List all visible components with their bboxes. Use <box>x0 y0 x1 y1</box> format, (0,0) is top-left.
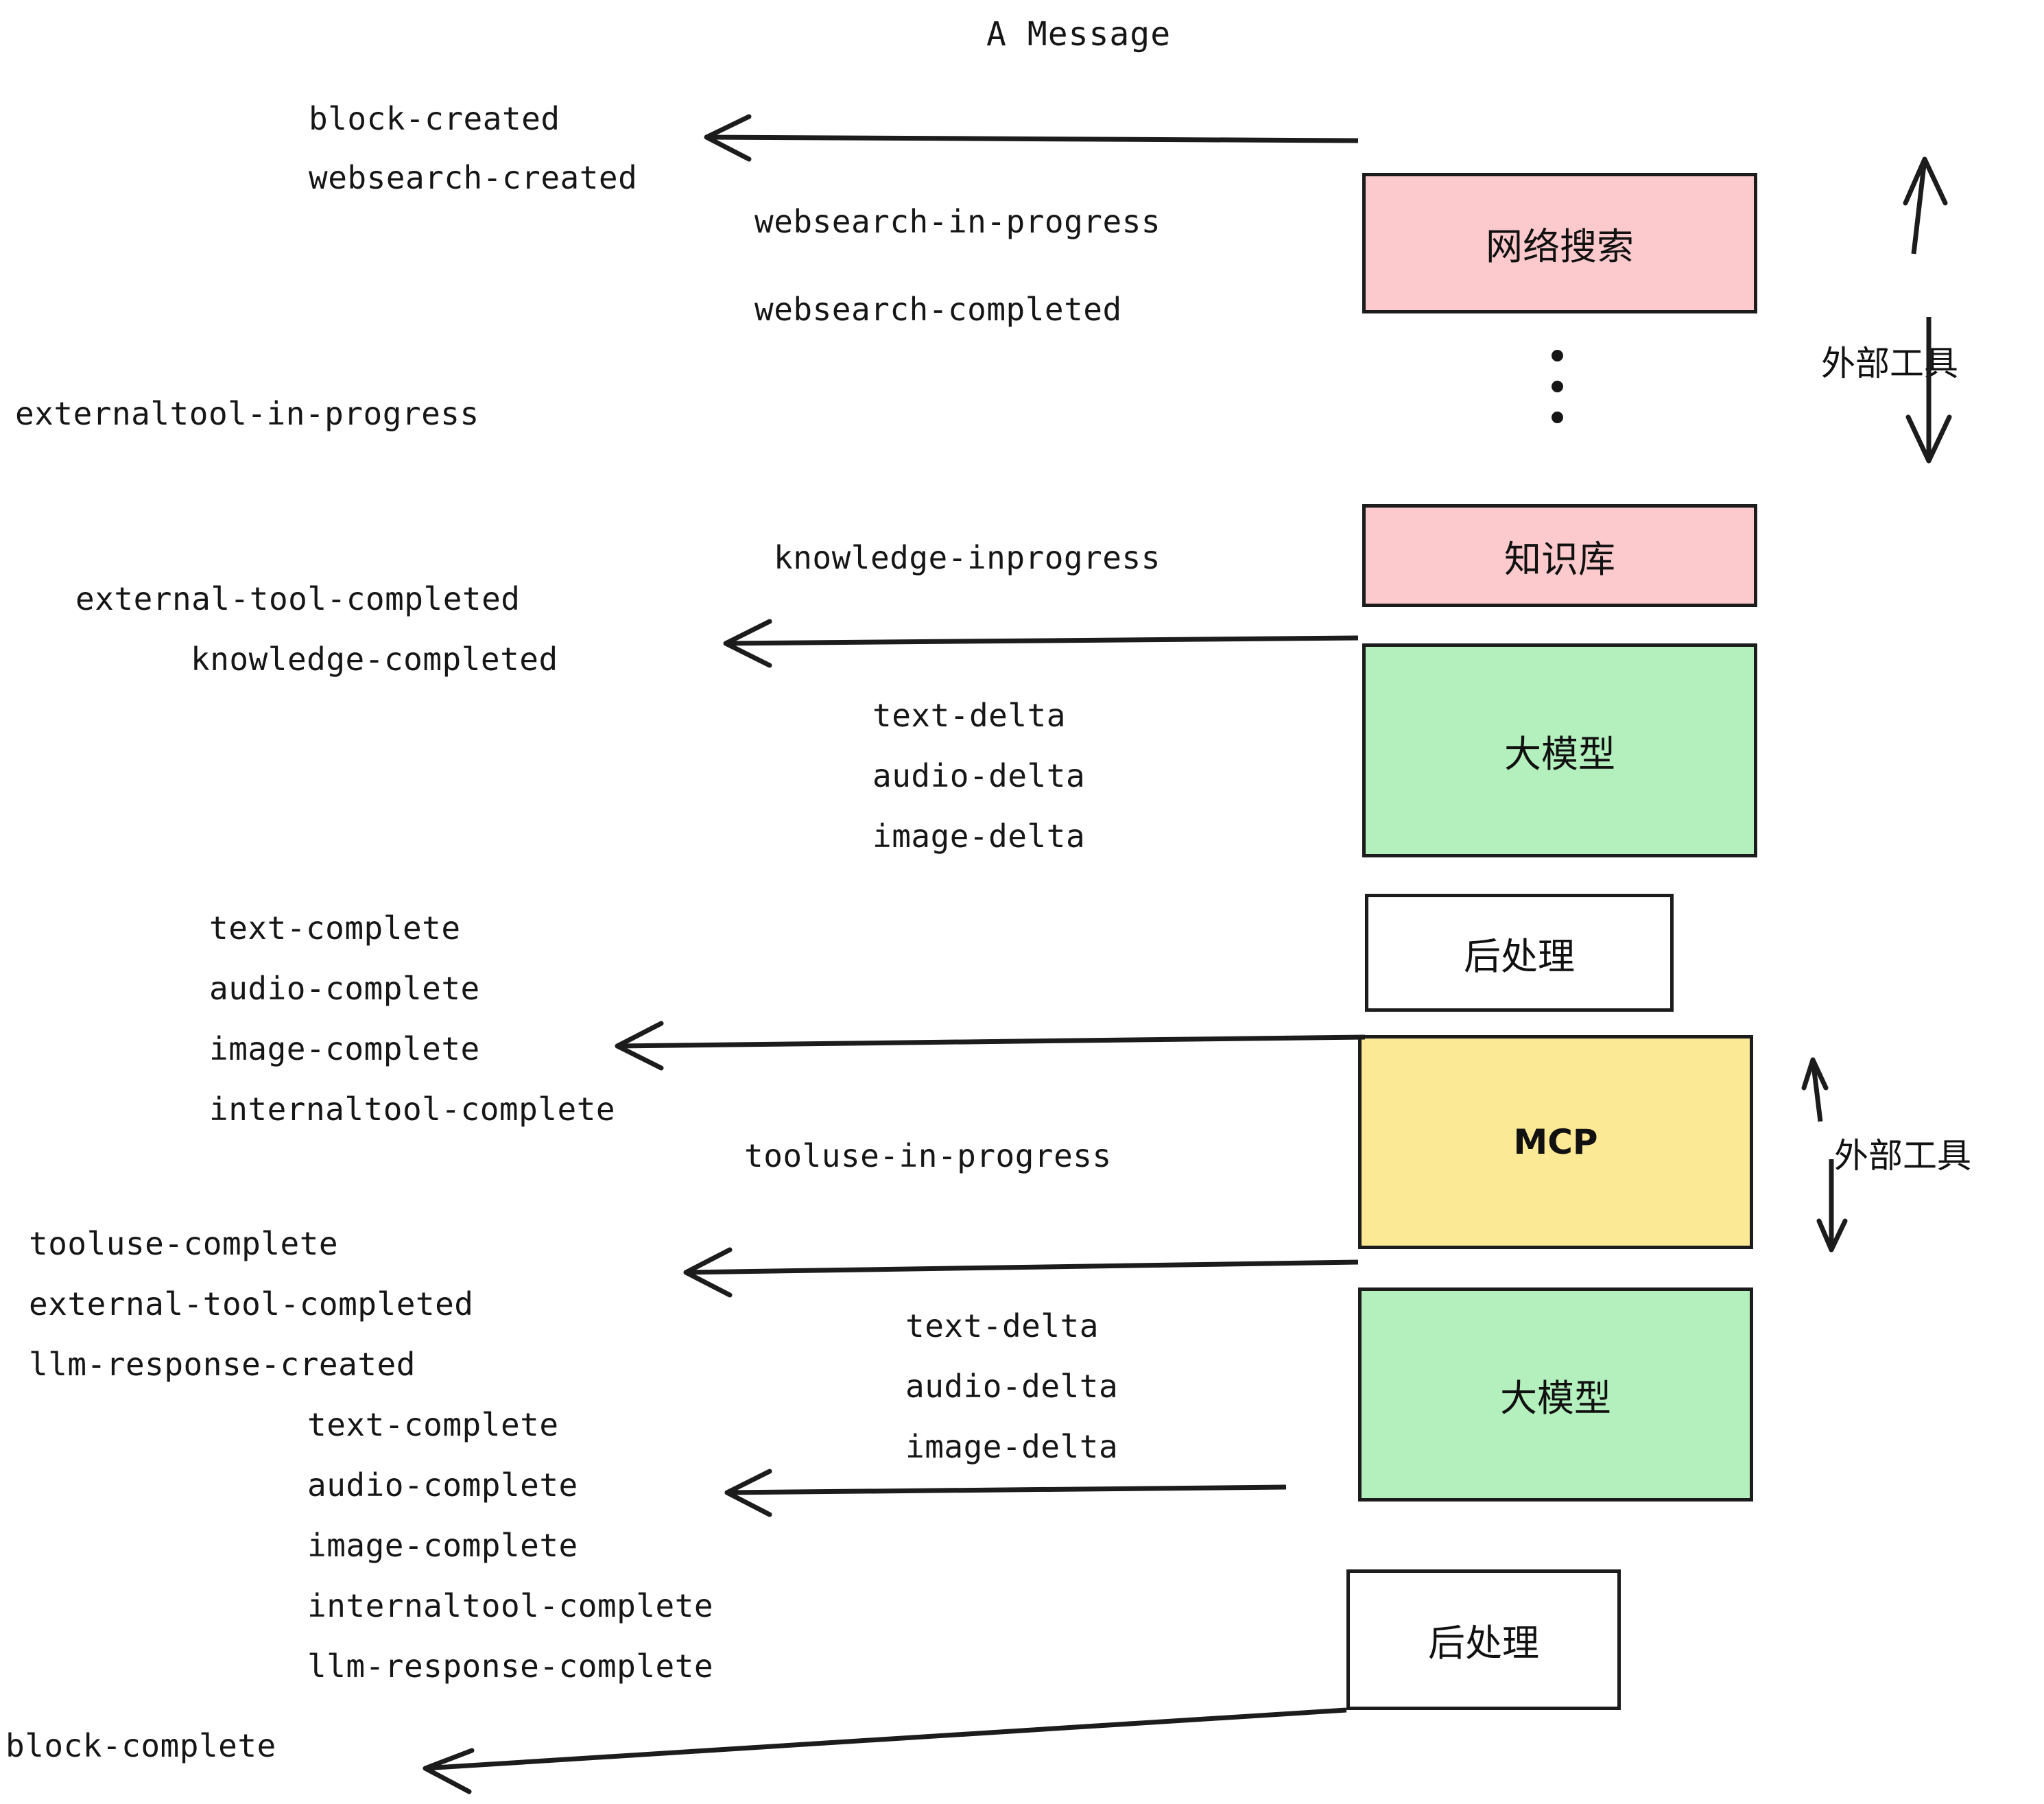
event-audio-delta-1: audio-delta <box>872 757 1086 794</box>
event-knowledge-completed: knowledge-completed <box>191 641 558 678</box>
event-image-complete-2: image-complete <box>307 1527 578 1564</box>
event-websearch-completed: websearch-completed <box>754 291 1122 328</box>
node-websearch-label: 网络搜索 <box>1486 225 1634 268</box>
event-image-complete-1: image-complete <box>209 1030 480 1067</box>
event-tooluse-in-progress: tooluse-in-progress <box>744 1137 1112 1174</box>
node-mcp-label: MCP <box>1513 1122 1598 1162</box>
arrow-knowledge-to-knowledge-completed <box>723 619 1359 668</box>
event-knowledge-inprogress: knowledge-inprogress <box>774 539 1161 576</box>
event-text-delta-1: text-delta <box>872 697 1066 734</box>
event-internaltool-complete-1: internaltool-complete <box>209 1091 616 1128</box>
node-llm-2[interactable]: 大模型 <box>1358 1287 1753 1502</box>
event-block-created: block-created <box>309 100 560 137</box>
event-text-delta-2: text-delta <box>905 1307 1099 1344</box>
node-llm-1-label: 大模型 <box>1504 732 1615 776</box>
node-mcp[interactable]: MCP <box>1358 1035 1753 1249</box>
arrow-external-tools-bottom-up <box>1801 1057 1829 1122</box>
node-postprocess-2-label: 后处理 <box>1428 1622 1539 1665</box>
arrow-websearch-to-block-created <box>704 114 1359 162</box>
node-postprocess-1-label: 后处理 <box>1464 934 1575 978</box>
arrow-postprocess2-to-block-complete <box>423 1707 1347 1794</box>
side-label-external-tools-bottom: 外部工具 <box>1834 1136 1971 1176</box>
event-external-tool-completed-2: external-tool-completed <box>29 1285 474 1322</box>
event-externaltool-in-progress: externaltool-in-progress <box>15 395 479 432</box>
event-websearch-created: websearch-created <box>309 159 638 196</box>
event-websearch-in-progress: websearch-in-progress <box>754 203 1161 240</box>
node-postprocess-2[interactable]: 后处理 <box>1346 1569 1621 1710</box>
event-image-delta-1: image-delta <box>872 818 1086 855</box>
arrow-external-tools-top-up <box>1903 156 1948 254</box>
side-label-external-tools-top: 外部工具 <box>1821 344 1958 383</box>
node-websearch[interactable]: 网络搜索 <box>1362 173 1757 313</box>
event-audio-complete-2: audio-complete <box>307 1467 578 1504</box>
arrow-llm2-to-audio-complete <box>724 1469 1287 1517</box>
event-audio-delta-2: audio-delta <box>905 1368 1119 1405</box>
event-external-tool-completed-1: external-tool-completed <box>75 580 521 617</box>
event-tooluse-complete: tooluse-complete <box>29 1225 339 1262</box>
arrow-postprocess-to-image-complete <box>615 1021 1366 1071</box>
vertical-ellipsis-icon <box>1552 350 1563 423</box>
arrow-mcp-to-tooluse-complete <box>683 1247 1359 1298</box>
event-audio-complete-1: audio-complete <box>209 970 480 1007</box>
diagram-title: A Message <box>986 15 1172 54</box>
event-internaltool-complete-2: internaltool-complete <box>307 1587 714 1624</box>
event-block-complete: block-complete <box>5 1727 276 1764</box>
node-llm-2-label: 大模型 <box>1500 1376 1611 1420</box>
event-image-delta-2: image-delta <box>905 1428 1119 1465</box>
event-llm-response-created: llm-response-created <box>29 1346 416 1383</box>
event-text-complete-1: text-complete <box>209 910 461 947</box>
node-postprocess-1[interactable]: 后处理 <box>1365 894 1674 1012</box>
event-text-complete-2: text-complete <box>307 1406 559 1443</box>
node-knowledge[interactable]: 知识库 <box>1362 504 1757 607</box>
event-llm-response-complete: llm-response-complete <box>307 1648 714 1685</box>
node-llm-1[interactable]: 大模型 <box>1362 643 1757 857</box>
node-knowledge-label: 知识库 <box>1504 537 1615 581</box>
